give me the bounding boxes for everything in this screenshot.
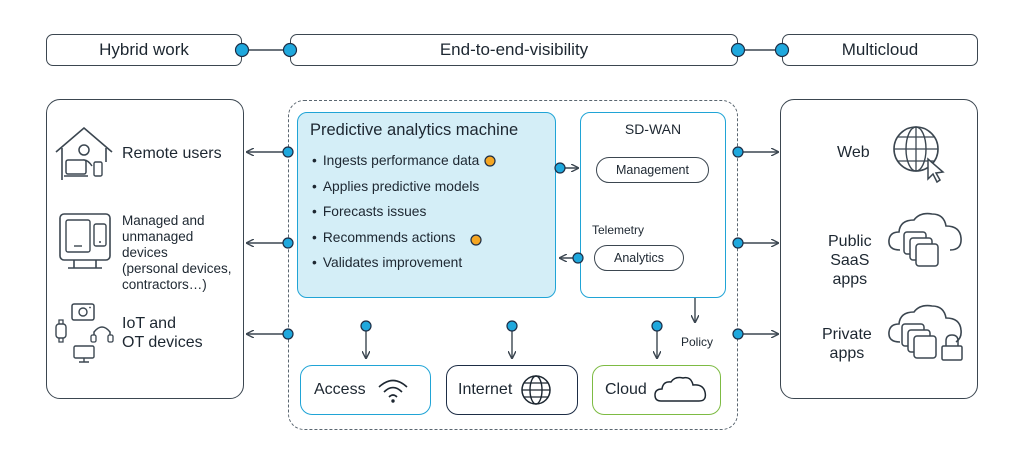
saas-cloud-icon (888, 212, 962, 267)
node-right-3 (732, 328, 744, 340)
node-left-2 (282, 237, 294, 249)
node-right-2 (732, 237, 744, 249)
private-apps-label: Private apps (822, 325, 872, 363)
end-to-end-visibility-pill: End-to-end-visibility (290, 34, 738, 66)
public-saas-label: Public SaaS apps (828, 232, 872, 289)
private-line-2: apps (829, 345, 865, 362)
cloud-icon (654, 376, 706, 402)
managed-line-4: (personal devices, (122, 261, 232, 276)
list-item: Forecasts issues (312, 202, 479, 228)
management-node: Management (596, 157, 709, 183)
iot-label: IoT and OT devices (122, 314, 203, 352)
node-pam-out (554, 162, 566, 174)
list-item: Recommends actions (312, 228, 479, 254)
orange-node-1 (484, 155, 496, 167)
iot-line-1: IoT and (122, 315, 176, 332)
node-right-1 (732, 146, 744, 158)
private-line-1: Private (822, 326, 872, 343)
hybrid-work-label: Hybrid work (99, 40, 189, 59)
node-left-1 (282, 146, 294, 158)
iot-devices-icon (55, 303, 114, 363)
node-top-1 (234, 42, 250, 58)
node-bottom-1 (360, 320, 372, 332)
managed-devices-label: Managed and unmanaged devices (personal … (122, 213, 232, 293)
wifi-icon (378, 379, 408, 403)
remote-users-label: Remote users (122, 145, 222, 162)
private-cloud-icon (888, 304, 963, 361)
node-sdwan-out (572, 252, 584, 264)
sdwan-title: SD-WAN (624, 121, 682, 137)
list-item: Ingests performance data (312, 151, 479, 177)
managed-line-1: Managed and (122, 213, 205, 228)
telemetry-label: Telemetry (592, 223, 645, 237)
node-left-3 (282, 328, 294, 340)
cloud-tile: Cloud (592, 365, 721, 415)
public-line-1: Public (828, 233, 872, 250)
internet-label: Internet (458, 381, 513, 398)
node-bottom-3 (651, 320, 663, 332)
list-item: Validates improvement (312, 253, 479, 279)
predictive-analytics-title: Predictive analytics machine (310, 121, 519, 139)
node-bottom-2 (506, 320, 518, 332)
node-top-4 (774, 42, 790, 58)
home-user-icon (55, 126, 113, 180)
globe-icon (521, 375, 552, 405)
access-tile: Access (300, 365, 431, 415)
managed-line-2: unmanaged (122, 229, 194, 244)
access-label: Access (314, 381, 366, 398)
managed-line-5: contractors…) (122, 277, 207, 292)
iot-line-2: OT devices (122, 334, 203, 351)
web-label: Web (837, 144, 870, 161)
analytics-label: Analytics (613, 251, 665, 265)
web-globe-icon (893, 126, 945, 184)
node-top-2 (282, 42, 298, 58)
network-fabric-container (288, 100, 738, 430)
list-item: Applies predictive models (312, 177, 479, 203)
end-to-end-visibility-label: End-to-end-visibility (439, 40, 589, 59)
predictive-analytics-list: Ingests performance data Applies predict… (312, 151, 479, 279)
node-top-3 (730, 42, 746, 58)
orange-node-2 (470, 234, 482, 246)
multicloud-label: Multicloud (841, 40, 919, 59)
hybrid-work-pill: Hybrid work (46, 34, 242, 66)
analytics-node: Analytics (594, 245, 684, 271)
internet-tile: Internet (446, 365, 578, 415)
devices-icon (59, 213, 111, 269)
management-label: Management (616, 163, 689, 177)
public-line-3: apps (832, 271, 868, 288)
multicloud-pill: Multicloud (782, 34, 978, 66)
cloud-label: Cloud (605, 381, 647, 398)
public-line-2: SaaS (830, 252, 870, 269)
policy-label: Policy (681, 335, 714, 349)
managed-line-3: devices (122, 245, 168, 260)
predictive-analytics-panel: Predictive analytics machine Ingests per… (297, 112, 556, 298)
